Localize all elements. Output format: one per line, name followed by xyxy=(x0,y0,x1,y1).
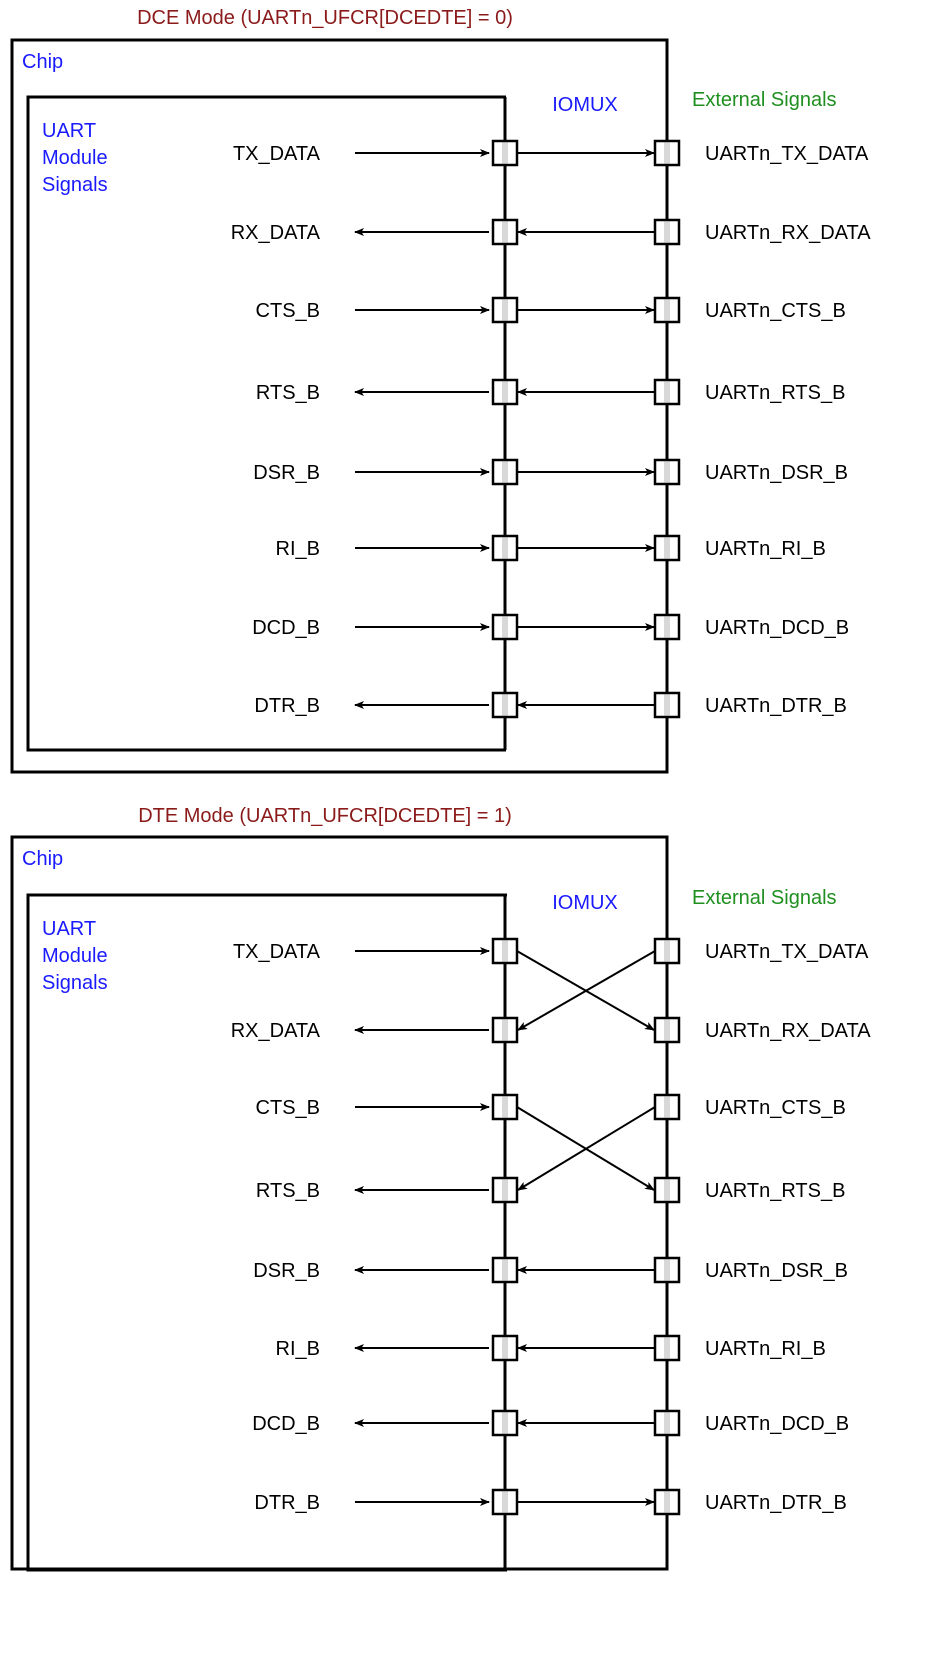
module-boundary xyxy=(26,893,507,1572)
pad-fill-stripe xyxy=(664,221,670,243)
external-signal-label: UARTn_RX_DATA xyxy=(705,222,871,244)
chip-boundary xyxy=(10,835,669,1571)
pad-fill-stripe xyxy=(664,940,670,962)
external-signal-label: UARTn_TX_DATA xyxy=(705,941,869,963)
pad-fill-stripe xyxy=(664,694,670,716)
chip-label: Chip xyxy=(22,848,63,870)
module-boundary xyxy=(26,95,506,752)
iomux-label: IOMUX xyxy=(552,892,618,914)
external-signal-label: UARTn_CTS_B xyxy=(705,300,846,322)
external-signal-label: UARTn_RTS_B xyxy=(705,1180,845,1202)
pad-fill-stripe xyxy=(664,1412,670,1434)
mux-connection-arrow xyxy=(517,1106,656,1191)
external-signal-label: UARTn_CTS_B xyxy=(705,1097,846,1119)
external-signal-label: UARTn_RX_DATA xyxy=(705,1020,871,1042)
external-signal-label: UARTn_RI_B xyxy=(705,1338,826,1360)
pad-fill-stripe xyxy=(664,381,670,403)
internal-signal-label: DTR_B xyxy=(254,695,320,717)
internal-signal-label: TX_DATA xyxy=(233,941,321,963)
panel-title: DTE Mode (UARTn_UFCR[DCEDTE] = 1) xyxy=(138,805,512,827)
internal-signal-label: RX_DATA xyxy=(231,1020,321,1042)
pad-fill-stripe xyxy=(502,537,508,559)
pad-fill-stripe xyxy=(502,461,508,483)
module-label-line: Signals xyxy=(42,972,108,994)
pad-fill-stripe xyxy=(502,1179,508,1201)
chip-boundary xyxy=(10,38,669,774)
external-signal-label: UARTn_DSR_B xyxy=(705,462,848,484)
external-signal-label: UARTn_TX_DATA xyxy=(705,143,869,165)
internal-signal-label: TX_DATA xyxy=(233,143,321,165)
module-label-line: UART xyxy=(42,120,96,142)
pad-fill-stripe xyxy=(502,1491,508,1513)
pad-fill-stripe xyxy=(502,221,508,243)
internal-signal-label: RI_B xyxy=(276,1338,320,1360)
internal-signal-label: RI_B xyxy=(276,538,320,560)
pad-fill-stripe xyxy=(502,694,508,716)
pad-fill-stripe xyxy=(502,1096,508,1118)
pad-fill-stripe xyxy=(664,461,670,483)
pad-fill-stripe xyxy=(664,1179,670,1201)
internal-signal-label: CTS_B xyxy=(256,1097,320,1119)
pad-fill-stripe xyxy=(502,940,508,962)
module-label-line: Signals xyxy=(42,174,108,196)
pad-fill-stripe xyxy=(664,299,670,321)
pad-fill-stripe xyxy=(664,537,670,559)
pad-fill-stripe xyxy=(664,1491,670,1513)
module-label-line: Module xyxy=(42,147,108,169)
pad-fill-stripe xyxy=(502,381,508,403)
external-signal-label: UARTn_DCD_B xyxy=(705,617,849,639)
external-signal-label: UARTn_RI_B xyxy=(705,538,826,560)
pad-fill-stripe xyxy=(502,1259,508,1281)
internal-signal-label: DSR_B xyxy=(253,462,320,484)
pad-fill-stripe xyxy=(664,1096,670,1118)
pad-fill-stripe xyxy=(502,299,508,321)
external-signals-label: External Signals xyxy=(692,89,837,111)
pad-fill-stripe xyxy=(502,142,508,164)
iomux-label: IOMUX xyxy=(552,94,618,116)
pad-fill-stripe xyxy=(664,1337,670,1359)
pad-fill-stripe xyxy=(664,616,670,638)
internal-signal-label: CTS_B xyxy=(256,300,320,322)
pad-fill-stripe xyxy=(664,142,670,164)
internal-signal-label: RTS_B xyxy=(256,382,320,404)
internal-signal-label: DCD_B xyxy=(252,1413,320,1435)
pad-fill-stripe xyxy=(502,1019,508,1041)
panel-title: DCE Mode (UARTn_UFCR[DCEDTE] = 0) xyxy=(137,7,513,29)
mux-connection-arrow xyxy=(517,950,656,1031)
external-signals-label: External Signals xyxy=(692,887,837,909)
internal-signal-label: DCD_B xyxy=(252,617,320,639)
external-signal-label: UARTn_DTR_B xyxy=(705,1492,847,1514)
external-signal-label: UARTn_DTR_B xyxy=(705,695,847,717)
external-signal-label: UARTn_DSR_B xyxy=(705,1260,848,1282)
module-label-line: Module xyxy=(42,945,108,967)
external-signal-label: UARTn_RTS_B xyxy=(705,382,845,404)
pad-fill-stripe xyxy=(502,616,508,638)
pad-fill-stripe xyxy=(502,1337,508,1359)
internal-signal-label: DTR_B xyxy=(254,1492,320,1514)
pad-fill-stripe xyxy=(664,1259,670,1281)
internal-signal-label: RTS_B xyxy=(256,1180,320,1202)
internal-signal-label: DSR_B xyxy=(253,1260,320,1282)
pad-fill-stripe xyxy=(502,1412,508,1434)
pad-fill-stripe xyxy=(664,1019,670,1041)
internal-signal-label: RX_DATA xyxy=(231,222,321,244)
external-signal-label: UARTn_DCD_B xyxy=(705,1413,849,1435)
chip-label: Chip xyxy=(22,51,63,73)
module-label-line: UART xyxy=(42,918,96,940)
